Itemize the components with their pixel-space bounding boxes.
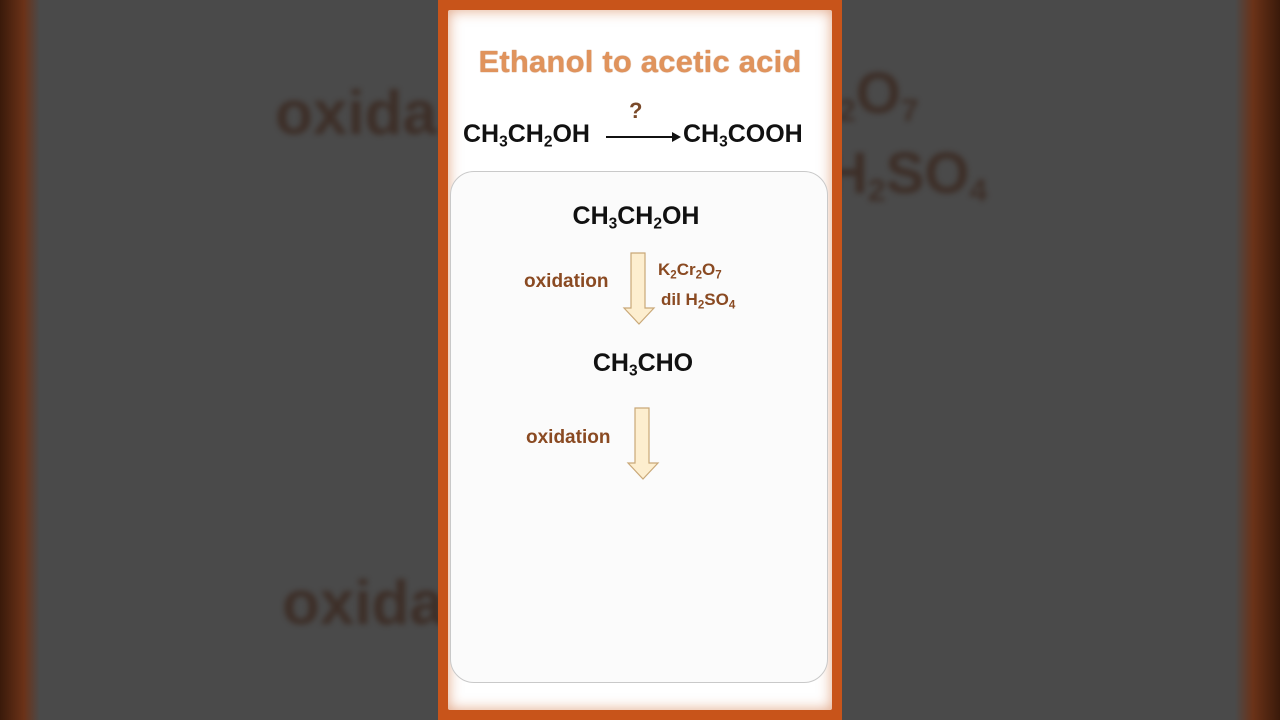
background-right-edge (1235, 0, 1280, 720)
background-cr2o7-text: 2O7 (838, 61, 919, 128)
oxidation-label-step2: oxidation (526, 427, 611, 448)
background-oxidation-text-bottom: oxida (282, 569, 444, 638)
equation-product: CH3COOH (683, 120, 803, 151)
mechanism-panel: CH3CH2OH oxidation K2Cr2O7 dil H2SO4 CH3… (450, 171, 828, 683)
background-left-edge (0, 0, 40, 720)
reagent-potassium-dichromate: K2Cr2O7 (658, 260, 722, 282)
down-arrow-icon-step2 (626, 407, 660, 480)
reaction-arrow-line (606, 136, 672, 138)
equation-reactant: CH3CH2OH (463, 120, 590, 151)
down-arrow-icon-step1 (622, 252, 656, 325)
condition-question-mark: ? (629, 98, 643, 123)
species-acetaldehyde: CH3CHO (592, 349, 694, 380)
reagent-dilute-sulfuric-acid: dil H2SO4 (661, 290, 736, 312)
oxidation-label-step1: oxidation (524, 271, 609, 292)
background-oxidation-text-top: oxida (275, 79, 437, 148)
species-ethanol: CH3CH2OH (572, 202, 700, 233)
background-h2so4-text: H2SO4 (826, 141, 988, 208)
video-card: Ethanol to acetic acid CH3CH2OH ? CH3COO… (438, 0, 842, 720)
reaction-arrow-head-icon (672, 132, 681, 142)
card-content: Ethanol to acetic acid CH3CH2OH ? CH3COO… (448, 10, 832, 710)
page-title: Ethanol to acetic acid (478, 44, 802, 79)
main-equation: CH3CH2OH ? CH3COOH (448, 98, 832, 154)
